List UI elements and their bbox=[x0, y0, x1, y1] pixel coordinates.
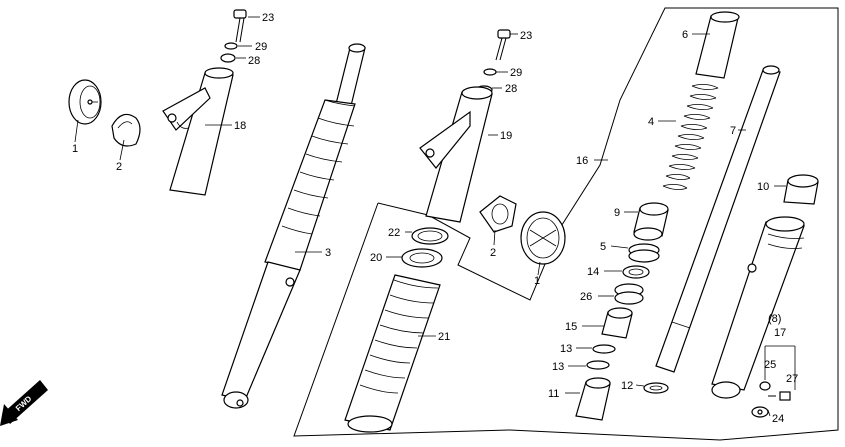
callout-28-right: 28 bbox=[505, 83, 517, 95]
part-3-fork-assembly bbox=[221, 43, 366, 409]
part-21-fork-boot bbox=[344, 274, 441, 433]
callout-9: 9 bbox=[614, 207, 620, 219]
callout-3: 3 bbox=[325, 247, 331, 259]
part-29-washer-left bbox=[224, 42, 238, 50]
part-2-knob-right bbox=[479, 195, 517, 233]
callout-29-right: 29 bbox=[510, 67, 522, 79]
callout-28-left: 28 bbox=[248, 55, 260, 67]
callout-24: 24 bbox=[772, 413, 784, 425]
leader-lines bbox=[74, 16, 796, 417]
callout-2-left: 2 bbox=[116, 161, 122, 173]
part-23-bolt-left bbox=[233, 9, 247, 43]
callout-7: 7 bbox=[730, 125, 736, 137]
part-1-cap-right bbox=[520, 211, 566, 265]
part-9-bushing bbox=[633, 202, 669, 241]
part-13-clip-upper bbox=[592, 344, 616, 354]
callout-23-left: 23 bbox=[262, 12, 274, 24]
callout-8: (8) bbox=[768, 313, 781, 325]
callout-23-right: 23 bbox=[520, 30, 532, 42]
callout-13-lower: 13 bbox=[552, 361, 564, 373]
part-4-spring bbox=[662, 84, 719, 190]
callout-6: 6 bbox=[682, 29, 688, 41]
callout-20: 20 bbox=[370, 252, 382, 264]
fwd-arrow-icon: FWD bbox=[0, 380, 48, 426]
part-29-washer-right bbox=[483, 68, 497, 76]
part-24-nut bbox=[751, 406, 769, 418]
callout-22: 22 bbox=[388, 227, 400, 239]
callout-16: 16 bbox=[576, 155, 588, 167]
part-5-ring bbox=[628, 243, 660, 263]
callout-19: 19 bbox=[500, 130, 512, 142]
callout-25: 25 bbox=[764, 359, 776, 371]
part-10-seal bbox=[783, 174, 819, 205]
callout-2-right: 2 bbox=[490, 247, 496, 259]
part-23-bolt-right bbox=[495, 29, 511, 61]
callout-14: 14 bbox=[587, 266, 599, 278]
part-8-outer-tube bbox=[711, 216, 805, 399]
callout-18: 18 bbox=[234, 120, 246, 132]
fork-boot-left bbox=[281, 99, 356, 235]
callout-5: 5 bbox=[600, 241, 606, 253]
part-6-spacer bbox=[695, 11, 740, 79]
part-28-washer-left bbox=[220, 53, 236, 63]
callout-labels: 23 29 28 18 1 2 3 23 29 28 19 22 20 2 1 … bbox=[72, 12, 798, 425]
callout-10: 10 bbox=[757, 181, 769, 193]
part-25-washer bbox=[759, 381, 771, 391]
callout-1-right: 1 bbox=[534, 275, 540, 287]
callout-26: 26 bbox=[580, 291, 592, 303]
part-18-upper-tube bbox=[162, 67, 234, 196]
callout-4: 4 bbox=[648, 116, 654, 128]
part-7-inner-tube bbox=[655, 65, 781, 373]
part-19-upper-tube-bracket bbox=[419, 86, 493, 223]
part-12-washer bbox=[643, 382, 669, 394]
part-14-ring bbox=[622, 265, 650, 279]
callout-27: 27 bbox=[786, 373, 798, 385]
callout-12: 12 bbox=[621, 380, 633, 392]
center-group-outline bbox=[293, 7, 839, 441]
callout-21: 21 bbox=[438, 331, 450, 343]
callout-29-left: 29 bbox=[255, 41, 267, 53]
callout-15: 15 bbox=[565, 321, 577, 333]
part-26-seal bbox=[614, 283, 644, 305]
callout-1-left: 1 bbox=[72, 143, 78, 155]
part-1-cap-left bbox=[68, 79, 102, 125]
callout-13-upper: 13 bbox=[560, 343, 572, 355]
part-13-clip-lower bbox=[586, 360, 610, 370]
part-2-knob-left bbox=[111, 113, 141, 147]
callout-17: 17 bbox=[774, 327, 786, 339]
part-22-ring bbox=[411, 227, 449, 245]
part-27-bolt bbox=[768, 391, 791, 401]
part-15-bushing bbox=[601, 307, 633, 339]
callout-11: 11 bbox=[548, 388, 559, 400]
part-11-collar bbox=[575, 377, 611, 421]
part-20-boot-top bbox=[401, 248, 443, 268]
